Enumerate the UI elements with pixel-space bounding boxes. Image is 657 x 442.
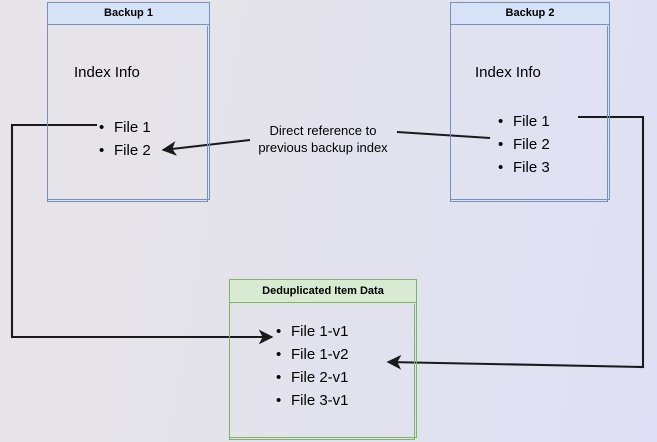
- node-backup-2[interactable]: Backup 2 Index Info File 1 File 2 File 3: [450, 2, 610, 202]
- node-backup-1[interactable]: Backup 1 Index Info File 1 File 2: [47, 2, 210, 202]
- node-backup-1-index-title: Index Info: [74, 64, 140, 81]
- list-item[interactable]: File 2-v1: [276, 366, 349, 389]
- node-backup-2-body: Index Info File 1 File 2 File 3: [450, 26, 608, 202]
- list-item[interactable]: File 1: [99, 116, 151, 139]
- edge-label-direct-reference: Direct reference to previous backup inde…: [247, 122, 399, 156]
- edge-label-line-1: Direct reference to: [269, 123, 377, 138]
- list-item[interactable]: File 3: [498, 156, 550, 179]
- list-item[interactable]: File 1-v1: [276, 320, 349, 343]
- node-backup-1-header: Backup 1: [48, 3, 209, 25]
- list-item[interactable]: File 1-v2: [276, 343, 349, 366]
- node-deduplicated-item-data[interactable]: Deduplicated Item Data File 1-v1 File 1-…: [229, 279, 417, 440]
- node-backup-1-file-list: File 1 File 2: [99, 116, 151, 162]
- list-item[interactable]: File 2: [498, 133, 550, 156]
- node-deduplicated-item-data-header: Deduplicated Item Data: [230, 280, 416, 303]
- node-backup-2-file-list: File 1 File 2 File 3: [498, 110, 550, 179]
- node-backup-1-body: Index Info File 1 File 2: [47, 26, 208, 202]
- edge-label-line-2: previous backup index: [258, 140, 388, 155]
- node-backup-2-header: Backup 2: [451, 3, 609, 25]
- list-item[interactable]: File 3-v1: [276, 389, 349, 412]
- list-item[interactable]: File 2: [99, 139, 151, 162]
- node-deduplicated-item-data-body: File 1-v1 File 1-v2 File 2-v1 File 3-v1: [229, 304, 415, 440]
- node-deduplicated-item-data-file-list: File 1-v1 File 1-v2 File 2-v1 File 3-v1: [276, 320, 349, 412]
- list-item[interactable]: File 1: [498, 110, 550, 133]
- node-backup-2-index-title: Index Info: [475, 64, 541, 81]
